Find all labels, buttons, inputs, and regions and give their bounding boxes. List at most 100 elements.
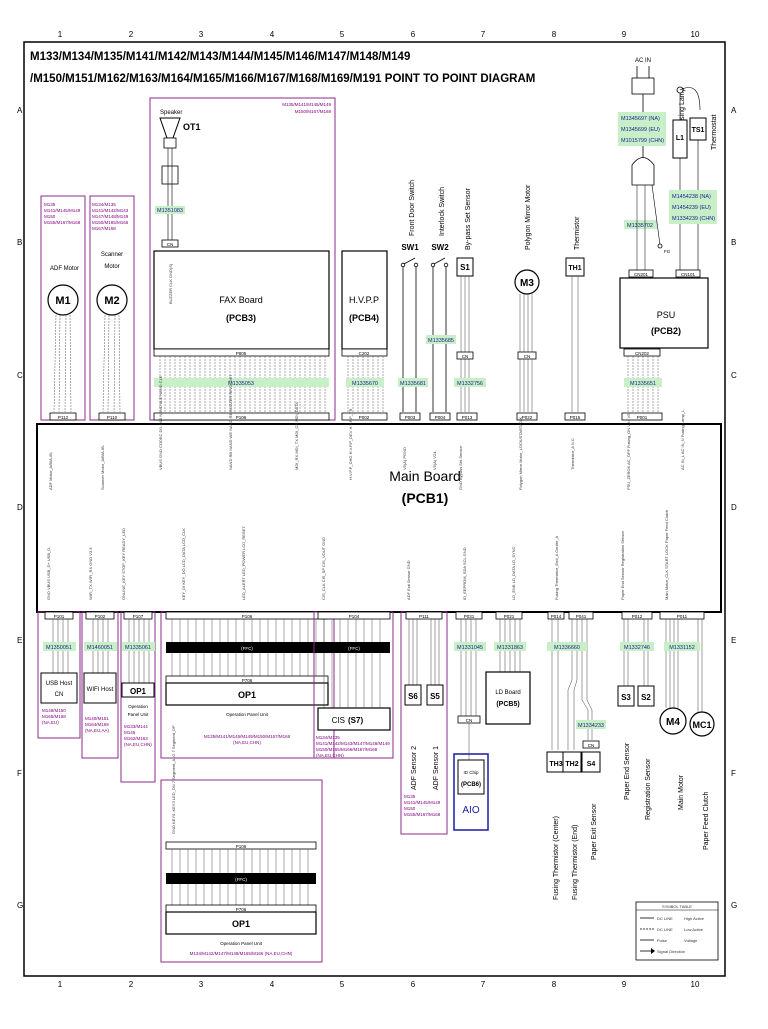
lamp-part-1: M1454239 (EU) <box>672 205 711 211</box>
op-bottom-ffc <box>166 873 316 884</box>
grid-bottom: 1 2 3 4 5 6 7 8 9 10 <box>58 980 700 989</box>
ld-label: LD Board <box>495 690 520 696</box>
ld-part-tag <box>494 642 526 651</box>
sw1-part: M1335681 <box>400 381 426 387</box>
fusing-conn2-label: P041 <box>576 614 587 619</box>
s1-part-tag <box>454 378 486 387</box>
svg-text:CIS_CLK CIS_SP CIS_VOUT GND: CIS_CLK CIS_SP CIS_VOUT GND <box>321 537 326 600</box>
th1-conn <box>564 412 586 421</box>
op-small-part-tag <box>122 642 155 651</box>
svg-text:Fusing Thermistor_End_A Cente: Fusing Thermistor_End_A Center_A <box>554 535 559 600</box>
s4-ref: S4 <box>587 761 596 768</box>
grid-col-9-top: 9 <box>622 30 627 39</box>
m3-conn-label: P022 <box>522 415 533 420</box>
grid-row-f-left: F <box>17 769 22 778</box>
mc1-ref: MC1 <box>692 720 711 730</box>
s1-conn <box>456 412 478 421</box>
th1-box <box>565 257 585 277</box>
op-bottom-model-box <box>160 779 323 963</box>
s1-conn-label: P013 <box>462 415 473 420</box>
svg-text:Thermistor_A N.C: Thermistor_A N.C <box>570 438 575 470</box>
op-bottom-conn-label: P106 <box>236 844 247 849</box>
adf-sensors-conn <box>405 611 443 620</box>
grid-col-5-top: 5 <box>340 30 345 39</box>
psu-cn202 <box>623 348 661 357</box>
id-chip-ref: (PCB6) <box>461 782 481 788</box>
fax-part: M1335053 <box>228 381 254 387</box>
s3-ref: S3 <box>621 693 631 702</box>
op-bottom-pins: GND KEY0..KEY3 LED_ON 7 Segment_A..G 7 S… <box>171 725 176 834</box>
psu-cn101-label: CN101 <box>681 272 696 277</box>
wifi-part-tag <box>84 642 117 651</box>
usb-conn-label: P101 <box>54 614 65 619</box>
fax-conn-bot <box>153 412 330 421</box>
acin-plug-icon <box>631 66 655 186</box>
aio-box <box>453 753 489 831</box>
op-small-conn-label: P107 <box>133 614 144 619</box>
grid-row-a-left: A <box>17 106 23 115</box>
hvpp-title: H.V.P.P <box>349 295 379 305</box>
grid-col-1-top: 1 <box>58 30 63 39</box>
main-board-signal-text-bottom: GND VBUS USB_D+ USB_D- WIFI_TX WIFI_RX G… <box>46 510 669 600</box>
grid-row-d-right: D <box>731 503 737 512</box>
s1-wires <box>460 276 470 412</box>
op-bottom-models: M134/M142/M147/M148/M165/M166 (NA,EU,CHN… <box>190 951 293 956</box>
s1-part: M1332756 <box>457 381 483 387</box>
grid-col-6-top: 6 <box>411 30 416 39</box>
grid-col-3-bottom: 3 <box>199 980 204 989</box>
lamp-ref: L1 <box>676 135 684 142</box>
fax-board-conn-top <box>153 348 330 357</box>
grid-left: A B C D E F G <box>17 106 23 910</box>
s1-cn <box>456 351 474 360</box>
speaker-base <box>161 165 179 185</box>
id-chip-block <box>457 759 485 795</box>
grid-row-g-left: G <box>17 901 23 910</box>
s1-label: By-pass Set Sensor <box>465 187 472 250</box>
legend-row2-sym: Pulse <box>657 938 668 943</box>
adf-sensors-conn-label: P111 <box>419 614 429 619</box>
psu-cn202-label: CN202 <box>635 351 650 356</box>
wifi-block <box>83 672 117 704</box>
s1-ref: S1 <box>460 263 470 272</box>
fusing-wires <box>551 619 593 750</box>
ld-block <box>485 671 531 725</box>
svg-text:H.V.P.P_CHG H.V.P.P_DEV H.V.: H.V.P.P_CHG H.V.P.P_DEV H.V.P.P_TR <box>348 409 353 480</box>
th2-box <box>562 751 582 773</box>
main-board-title: Main Board <box>389 468 461 484</box>
ld-conn-label: P021 <box>504 614 515 619</box>
fax-board-title: FAX Board <box>219 295 263 305</box>
fax-conn-bot-label: P106 <box>236 415 247 420</box>
legend-row0-desc: High Active <box>684 916 705 921</box>
fax-part-tag <box>154 378 329 387</box>
s6-box <box>404 684 422 706</box>
op-panel-ffc-label: (FFC) <box>241 646 253 651</box>
grid-row-f-right: F <box>731 769 736 778</box>
usb-block <box>40 672 78 704</box>
m4-ref: M4 <box>666 717 680 728</box>
grid-right: A B C D E F G <box>731 106 737 910</box>
adf-motor-wires <box>53 314 72 413</box>
sw1-conn <box>399 412 421 421</box>
cis-ref: (S7) <box>348 716 363 725</box>
psu-title: PSU <box>657 310 676 320</box>
psu-conn-label: P001 <box>637 415 648 420</box>
grid-col-8-top: 8 <box>552 30 557 39</box>
speaker-label: Speaker <box>160 110 182 116</box>
m4-circle <box>659 707 687 735</box>
grid-col-7-bottom: 7 <box>481 980 486 989</box>
legend-title: SYMBOL TABLE <box>662 904 692 909</box>
grid-col-1-bottom: 1 <box>58 980 63 989</box>
svg-text:ADF Exit Sensor GND: ADF Exit Sensor GND <box>406 560 411 600</box>
svg-text:KEY_DI KEY_DO LCD_DATA LCD_: KEY_DI KEY_DO LCD_DATA LCD_CLK <box>181 528 186 600</box>
grid-row-e-right: E <box>731 636 736 645</box>
fusing-cn-label: CN <box>588 743 595 748</box>
m3-label: Polygon Mirror Motor <box>525 184 532 250</box>
acin-part2: M1335702 <box>627 223 653 229</box>
speaker-part-tag <box>155 206 185 214</box>
psu-part: M1335651 <box>630 381 656 387</box>
acin-part-1: M1345699 (EU) <box>621 127 660 133</box>
